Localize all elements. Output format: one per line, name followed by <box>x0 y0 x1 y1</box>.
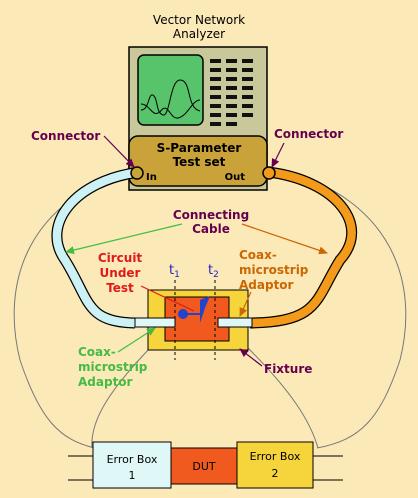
coax-pin-right <box>217 317 253 328</box>
dut-component-trace-icon <box>200 296 210 323</box>
error-box-2-line1: Error Box <box>250 450 301 463</box>
dut-box <box>170 447 238 485</box>
cable-arrow-right <box>241 223 328 255</box>
test-set-line2: Test set <box>173 155 226 169</box>
adaptor-left-line2: microstrip <box>78 360 148 374</box>
port-out-label: Out <box>225 172 246 183</box>
error-box-2 <box>236 441 314 489</box>
t2-label: t2 <box>208 263 219 280</box>
adaptor-left-line3: Adaptor <box>78 375 133 389</box>
connector-in <box>130 166 144 180</box>
adaptor-left-line1: Coax- <box>78 345 116 359</box>
error-box-1-line2: 1 <box>129 469 136 482</box>
connector-right-label: Connector <box>274 127 343 141</box>
left-cable <box>51 166 141 329</box>
cut-line2: Under <box>100 266 141 280</box>
connector-right-arrow <box>271 142 285 168</box>
fixture-label: Fixture <box>264 362 312 376</box>
connecting-cable-line2: Cable <box>192 222 230 236</box>
t1-label: t1 <box>169 263 180 280</box>
analyzer-keypad <box>210 59 253 126</box>
cut-line3: Test <box>106 281 134 295</box>
screen-trace <box>140 79 201 116</box>
adaptor-right-line2: microstrip <box>239 263 309 277</box>
connector-out <box>262 166 276 180</box>
adaptor-right-arrow <box>239 291 252 317</box>
test-set-line1: S-Parameter <box>157 141 242 155</box>
left-cable-fill <box>52 167 141 328</box>
analyzer-title-line1: Vector Network <box>153 13 245 27</box>
error-box-2-line2: 2 <box>272 467 279 480</box>
cut-line1: Circuit <box>98 251 143 265</box>
analyzer-screen <box>137 54 204 126</box>
fixture-arrow <box>239 348 263 367</box>
cable-arrow-left <box>65 223 183 255</box>
coax-pin-left <box>134 317 176 328</box>
connector-left-label: Connector <box>31 129 100 143</box>
right-cable-fill <box>249 167 356 328</box>
error-box-1-line1: Error Box <box>107 453 158 466</box>
analyzer-title-line2: Analyzer <box>173 27 225 41</box>
screen-trace-2 <box>140 99 201 119</box>
dut-label: DUT <box>192 460 216 473</box>
adaptor-left-arrow <box>117 327 156 353</box>
adaptor-right-line3: Adaptor <box>239 278 294 292</box>
connector-left-arrow <box>103 135 135 168</box>
cut-arrow <box>140 285 195 312</box>
port-in-label: In <box>146 172 157 183</box>
connecting-cable-line1: Connecting <box>173 208 249 222</box>
adaptor-right-line1: Coax- <box>239 248 277 262</box>
